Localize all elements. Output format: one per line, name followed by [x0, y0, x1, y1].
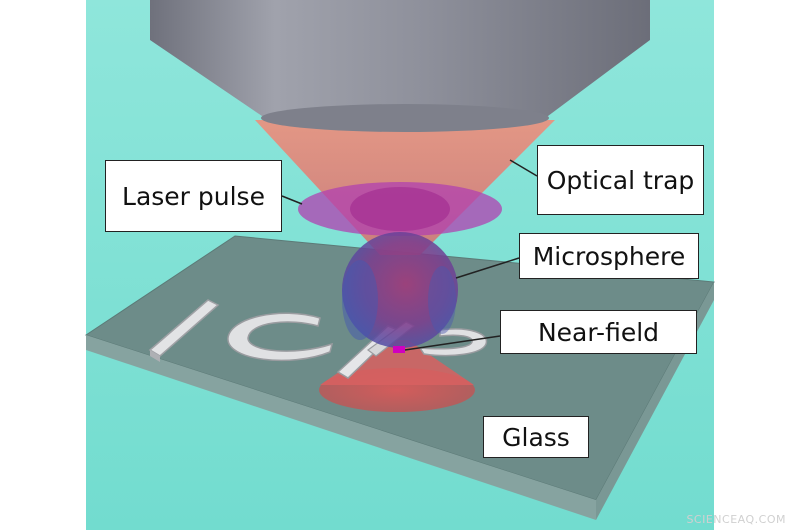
lower-beam-cone — [320, 340, 474, 385]
objective-body — [150, 0, 650, 130]
glass-left-face — [86, 335, 596, 520]
metal-structure — [148, 299, 488, 379]
near-field-spot — [393, 346, 405, 353]
leader-laser-pulse — [281, 195, 303, 205]
label-microsphere: Microsphere — [519, 233, 699, 279]
leader-microsphere — [455, 257, 520, 279]
watermark: SCIENCEAQ.COM — [686, 513, 786, 526]
objective-lens — [150, 0, 650, 132]
microsphere-shading — [342, 260, 378, 340]
label-laser-pulse: Laser pulse — [105, 160, 282, 232]
structure-bar-side — [150, 350, 160, 362]
laser-pulse-core — [350, 187, 450, 231]
label-near-field: Near-field — [500, 310, 697, 354]
label-glass: Glass — [483, 416, 589, 458]
objective-tip — [261, 104, 549, 132]
label-optical-trap: Optical trap — [537, 145, 704, 215]
leader-optical-trap — [509, 159, 538, 177]
microsphere-shading-right — [428, 266, 456, 334]
leader-near-field — [404, 335, 501, 351]
structure-bar — [148, 299, 220, 357]
structure-c-ring — [227, 312, 334, 362]
